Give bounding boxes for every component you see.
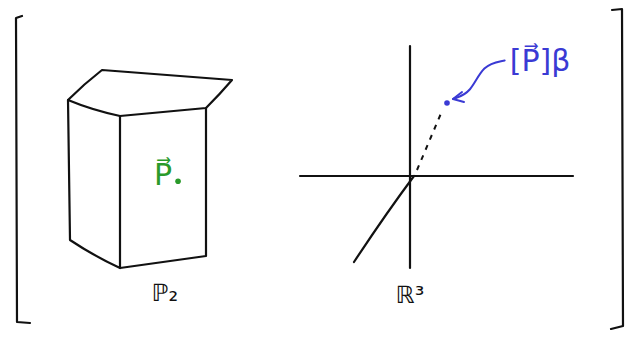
coordinate-point bbox=[444, 100, 450, 106]
y-axis bbox=[409, 46, 411, 268]
coordinate-label: [P⃗]β bbox=[510, 44, 571, 77]
left-bracket bbox=[16, 16, 30, 323]
vector-point bbox=[175, 178, 181, 184]
vector-name: P⃗ bbox=[154, 158, 172, 191]
cube-left-face bbox=[68, 100, 120, 268]
arrowhead bbox=[453, 92, 464, 102]
cube-top bbox=[68, 70, 232, 116]
dashed-vector bbox=[417, 111, 442, 170]
right-bracket bbox=[611, 9, 623, 329]
vector-space-box: P⃗ bbox=[124, 128, 202, 220]
space-label: ℙ₂ bbox=[152, 280, 178, 306]
cube-front-face bbox=[120, 108, 206, 268]
x-axis bbox=[300, 175, 573, 177]
space-label: ℝ³ bbox=[396, 282, 425, 308]
z-axis bbox=[354, 176, 414, 262]
